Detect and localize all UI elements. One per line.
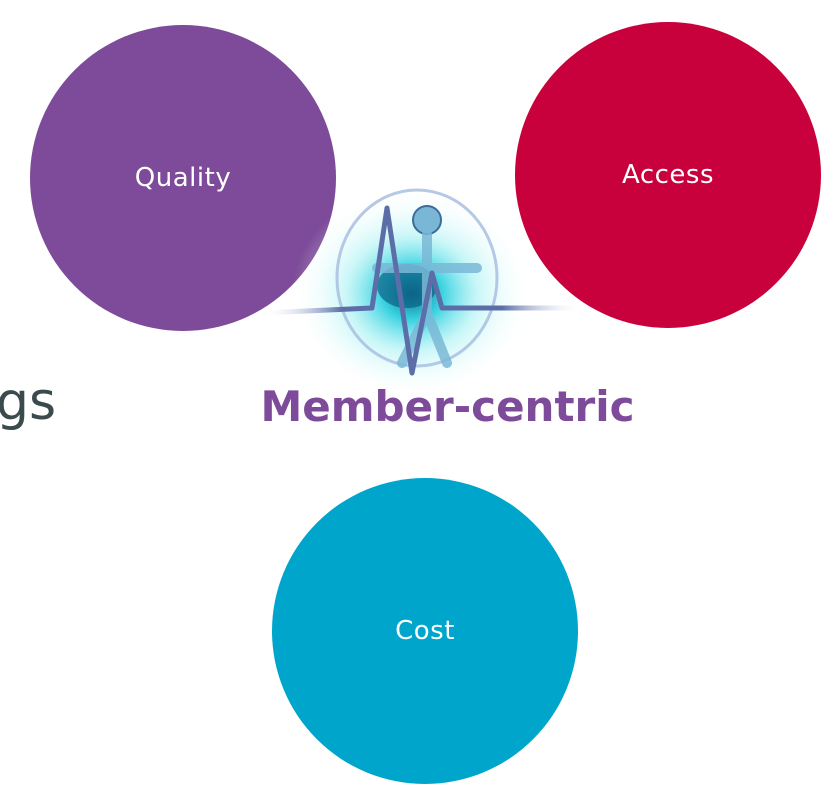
emblem-figure — [372, 229, 482, 368]
emblem-heartbeat-line — [261, 205, 582, 376]
left-cut-text: gs — [0, 372, 57, 432]
quality-label: Quality — [134, 163, 232, 193]
member-centric-label: Member-centric — [260, 382, 635, 431]
access-circle: Access — [515, 22, 821, 328]
quality-circle: Quality — [30, 25, 336, 331]
access-label: Access — [621, 160, 714, 190]
vitruvian-heartbeat-icon — [261, 178, 582, 388]
emblem-ring — [335, 188, 499, 368]
cost-label: Cost — [395, 616, 455, 646]
cost-circle: Cost — [272, 478, 578, 784]
